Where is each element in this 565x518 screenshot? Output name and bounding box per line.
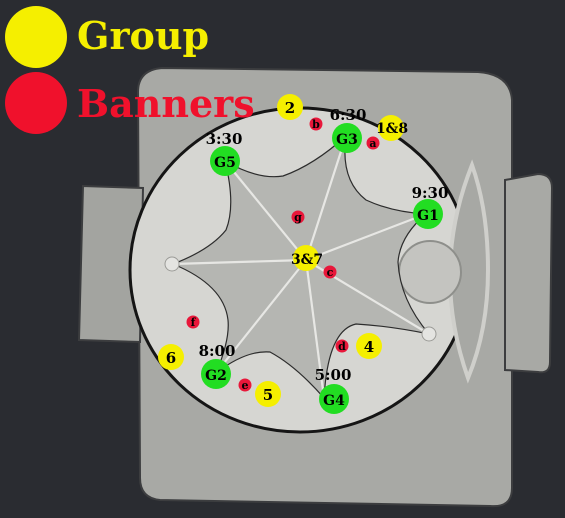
waymark-time-g5: 3:30 (206, 130, 243, 148)
banner-marker-e: e (238, 378, 252, 392)
group-marker-6: 6 (158, 344, 184, 370)
svg-text:2: 2 (285, 99, 295, 117)
svg-text:1&8: 1&8 (376, 121, 408, 137)
waymark-time-g3: 6:30 (330, 106, 367, 124)
platform-left-wing (77, 184, 145, 344)
arena-pillar (398, 240, 462, 304)
svg-text:e: e (242, 379, 249, 392)
waymark-g1: G1 (413, 199, 443, 229)
group-marker-5: 5 (255, 381, 281, 407)
svg-text:G5: G5 (214, 155, 236, 171)
waymark-time-g2: 8:00 (199, 342, 236, 360)
svg-text:g: g (294, 211, 302, 224)
svg-text:5: 5 (263, 386, 273, 404)
banner-marker-d: d (335, 339, 349, 353)
svg-text:G3: G3 (336, 132, 358, 148)
legend-banners-label: Banners (77, 81, 255, 126)
waymark-g3: G3 (332, 123, 362, 153)
svg-text:a: a (369, 137, 376, 150)
waymark-g2: G2 (201, 359, 231, 389)
waymark-g4: G4 (319, 384, 349, 414)
banner-marker-f: f (186, 315, 200, 329)
waymark-time-g4: 5:00 (315, 366, 352, 384)
svg-text:4: 4 (364, 338, 374, 356)
legend-banners-dot (5, 72, 67, 134)
platform-right-wing (504, 172, 554, 374)
svg-text:b: b (312, 118, 320, 131)
waymark-time-g1: 9:30 (412, 184, 449, 202)
banner-marker-b: b (309, 117, 323, 131)
legend-group-dot (5, 6, 67, 68)
legend-group-label: Group (77, 13, 210, 58)
svg-text:6: 6 (166, 349, 176, 367)
waymark-g5: G5 (210, 146, 240, 176)
svg-text:3&7: 3&7 (291, 252, 323, 268)
spike-point-right (421, 326, 437, 342)
banner-marker-g: g (291, 210, 305, 224)
svg-text:f: f (191, 316, 197, 329)
svg-text:G2: G2 (205, 368, 227, 384)
group-marker-4: 4 (356, 333, 382, 359)
svg-text:G4: G4 (323, 393, 345, 409)
group-marker-1-and-8: 1&8 (376, 115, 408, 141)
banner-marker-c: c (323, 265, 337, 279)
group-marker-2: 2 (277, 94, 303, 120)
spike-point-left (164, 256, 180, 272)
group-marker-3-and-7: 3&7 (291, 245, 323, 271)
svg-text:c: c (327, 266, 334, 279)
svg-text:d: d (338, 340, 346, 353)
svg-text:G1: G1 (417, 208, 439, 224)
banner-marker-a: a (366, 136, 380, 150)
